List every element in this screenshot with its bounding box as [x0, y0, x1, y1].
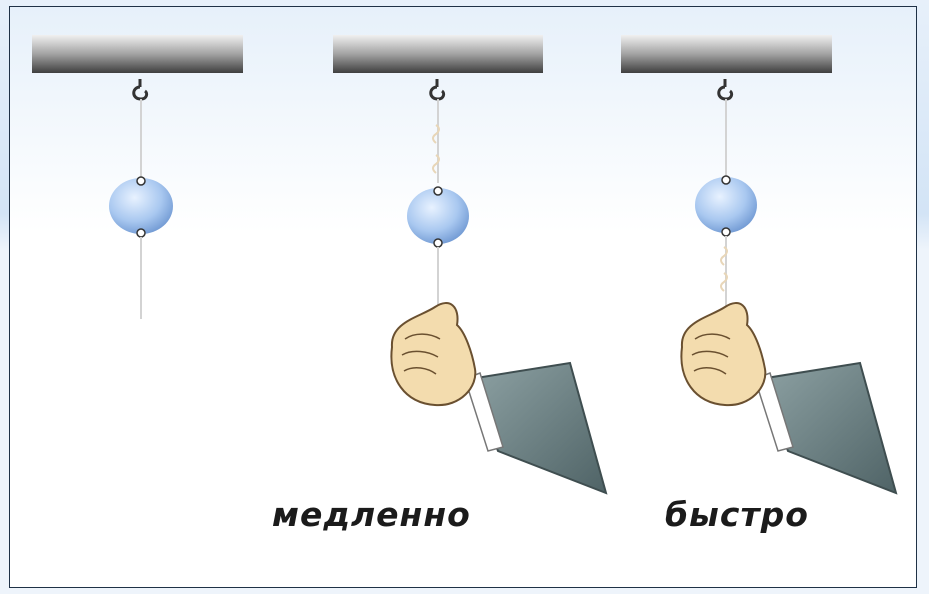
ceiling-bar — [32, 35, 243, 73]
pendulum-ball — [109, 178, 173, 234]
pendulum-rest — [32, 35, 243, 319]
caption-slow: медленно — [272, 495, 471, 534]
hook-icon — [717, 79, 734, 101]
pendulum-ball — [407, 188, 469, 244]
pendulum-fast — [621, 35, 898, 495]
ceiling-bar — [621, 35, 832, 73]
caption-fast: быстро — [665, 495, 809, 534]
pendulum-slow — [333, 35, 608, 495]
pendulum-ball — [695, 177, 757, 233]
hook-icon — [429, 79, 446, 101]
hook-icon — [132, 79, 149, 101]
ceiling-bar — [333, 35, 543, 73]
pendulum-diagram — [32, 35, 898, 495]
hand-pulling-thread — [680, 302, 898, 495]
hand-pulling-thread — [390, 302, 608, 495]
slide-frame: медленно быстро — [9, 6, 917, 588]
